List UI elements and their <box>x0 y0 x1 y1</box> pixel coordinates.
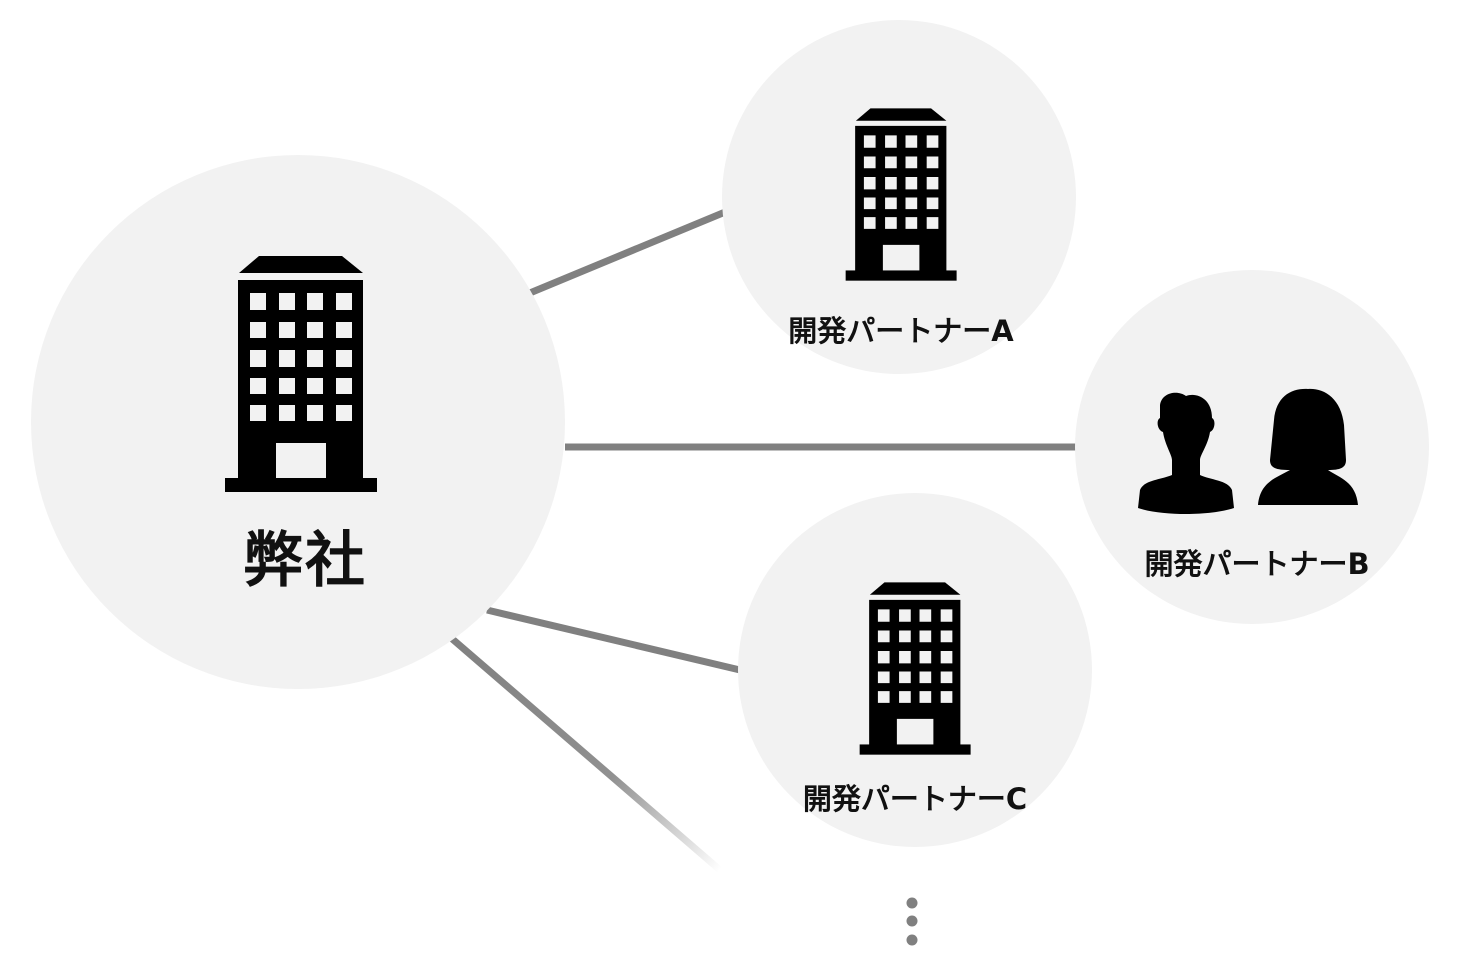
node-label-partner-b: 開発パートナーB <box>1144 547 1370 581</box>
node-partner-b <box>1075 270 1429 624</box>
people-icon <box>1138 388 1358 514</box>
woman-icon <box>1258 388 1358 505</box>
vertical-ellipsis-icon <box>906 897 918 946</box>
connector-a <box>523 206 732 299</box>
connector-more <box>447 634 723 873</box>
node-label-partner-c: 開発パートナーC <box>802 782 1028 816</box>
connector-c <box>486 606 741 674</box>
node-label-partner-a: 開発パートナーA <box>788 314 1014 348</box>
node-label-self: 弊社 <box>243 526 367 596</box>
man-icon <box>1138 392 1234 514</box>
